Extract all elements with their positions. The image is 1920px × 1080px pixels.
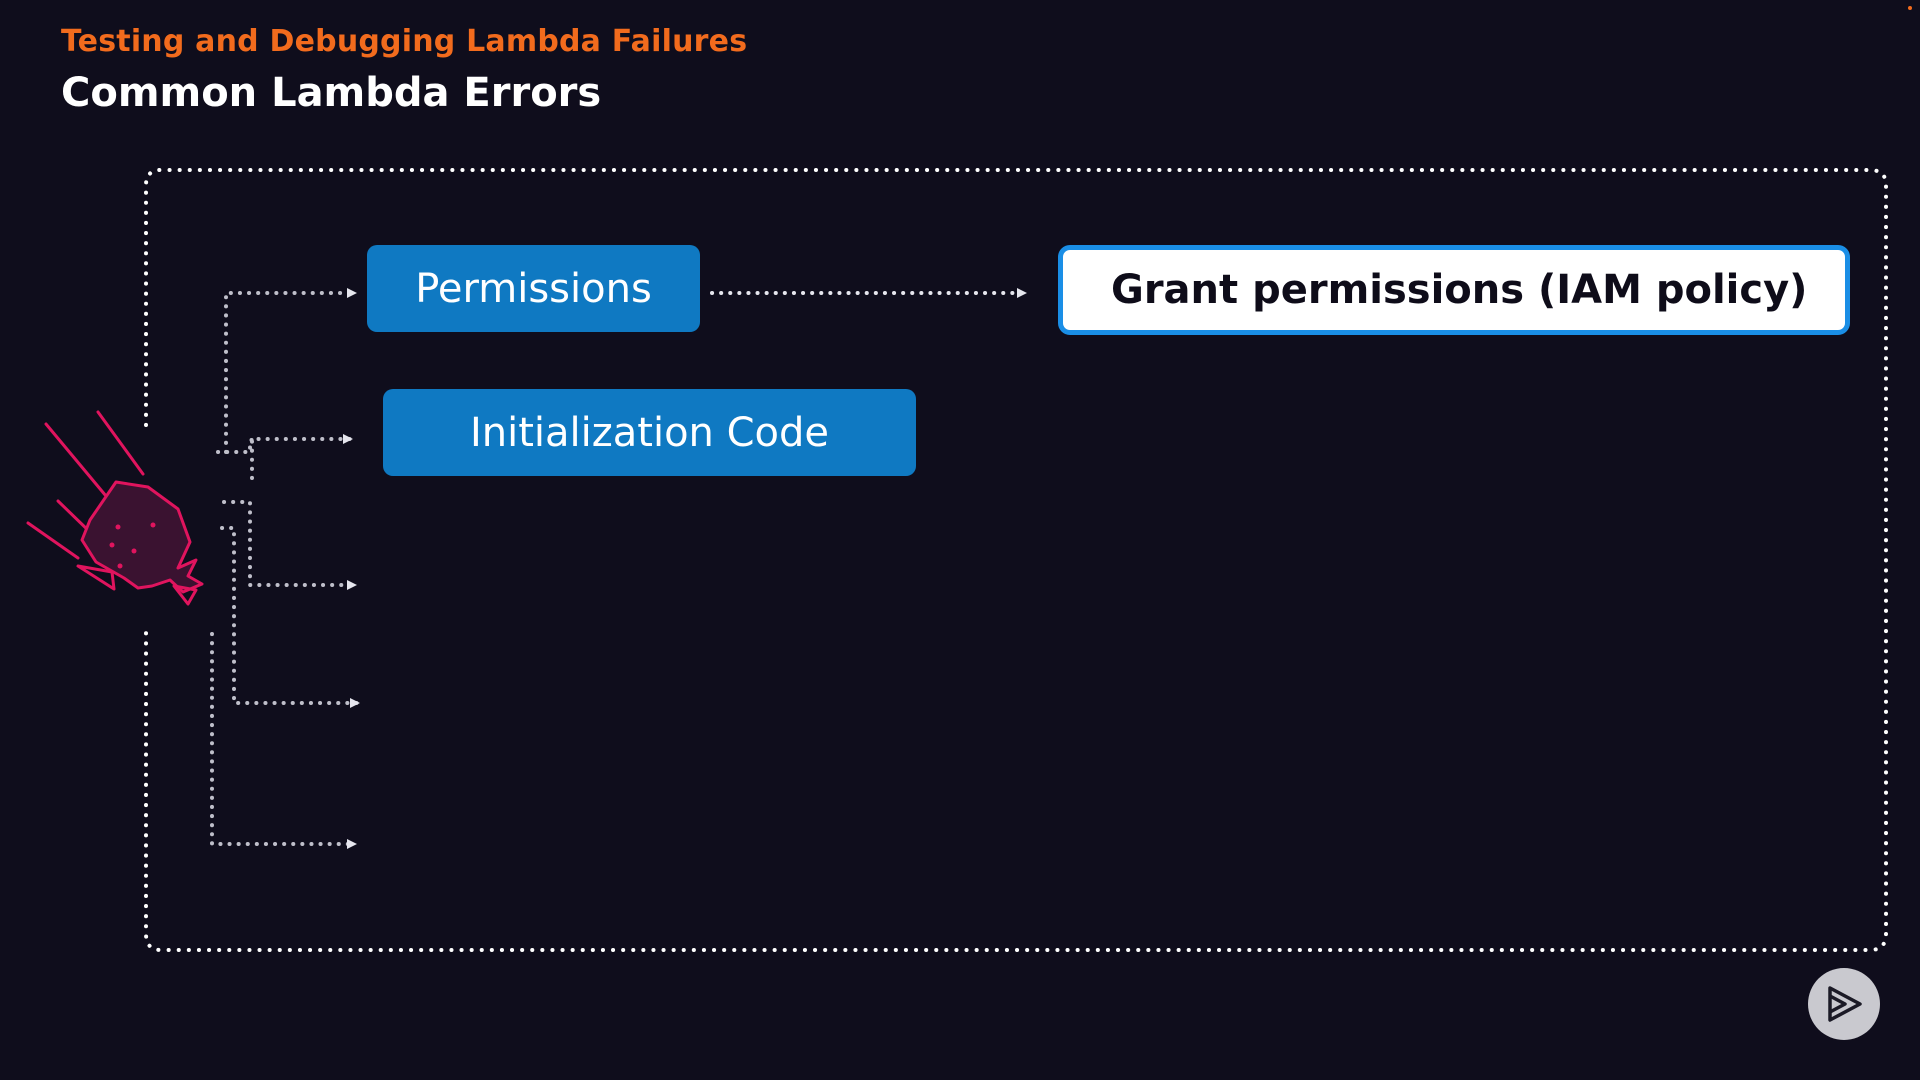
permissions-box: Permissions bbox=[367, 245, 700, 332]
play-logo-icon bbox=[1828, 986, 1862, 1022]
course-title: Testing and Debugging Lambda Failures bbox=[61, 24, 748, 59]
connector-branch-3 bbox=[222, 500, 358, 590]
connector-initialization bbox=[216, 439, 352, 480]
initialization-code-box: Initialization Code bbox=[383, 389, 916, 476]
outer-frame bbox=[144, 168, 1888, 952]
grant-permissions-box: Grant permissions (IAM policy) bbox=[1058, 245, 1850, 335]
corner-dot bbox=[1908, 6, 1912, 10]
broken-rock-icon bbox=[26, 410, 204, 606]
slide-title: Common Lambda Errors bbox=[61, 70, 602, 116]
permissions-label: Permissions bbox=[415, 265, 652, 312]
connector-permissions bbox=[224, 288, 358, 454]
play-logo-button[interactable] bbox=[1808, 968, 1880, 1040]
connector-branch-5 bbox=[210, 632, 358, 849]
grant-permissions-label: Grant permissions (IAM policy) bbox=[1111, 267, 1808, 313]
connector-branch-4 bbox=[220, 526, 361, 708]
initialization-code-label: Initialization Code bbox=[469, 409, 830, 456]
